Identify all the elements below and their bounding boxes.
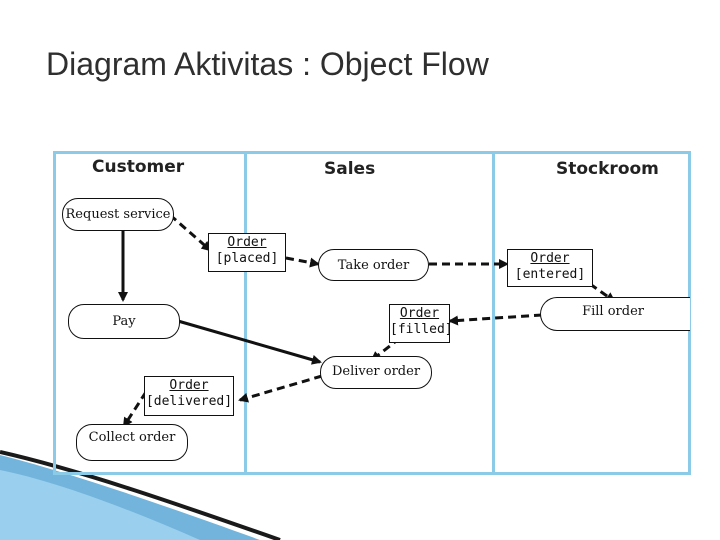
object-name: Order <box>227 235 267 250</box>
object-order-placed: Order [placed] <box>208 233 286 272</box>
lane-divider-customer-sales <box>244 151 247 475</box>
control-flow-pay-to-deliver <box>177 319 322 365</box>
activity-pay: Pay <box>68 304 180 339</box>
lane-divider-sales-stockroom <box>492 151 495 475</box>
activity-take-order: Take order <box>318 249 429 281</box>
object-flow-delivered-to-collect <box>122 391 148 428</box>
object-state: [delivered] <box>145 394 233 409</box>
object-flow-placed-to-take <box>285 256 320 268</box>
lane-header-sales: Sales <box>324 159 376 179</box>
object-name: Order <box>399 306 440 321</box>
object-flow-deliver-to-delivered <box>238 374 323 403</box>
object-name: Order <box>169 378 209 393</box>
object-order-entered: Order [entered] <box>507 249 593 287</box>
activity-fill-order: Fill order <box>540 297 690 331</box>
object-order-delivered: Order [delivered] <box>144 376 234 416</box>
object-name: Order <box>530 251 570 266</box>
object-flow-entered-to-fill <box>589 282 616 303</box>
activity-request-service: Request service <box>62 198 174 231</box>
object-order-filled: Order [filled] <box>389 304 453 343</box>
object-state: [filled] <box>390 322 453 337</box>
activity-collect-order: Collect order <box>76 424 188 461</box>
object-state: [placed] <box>215 251 279 266</box>
lane-header-stockroom: Stockroom <box>556 159 659 179</box>
page-title: Diagram Aktivitas : Object Flow <box>46 46 489 82</box>
object-flow-request-to-placed <box>169 213 212 252</box>
object-state: [entered] <box>514 267 586 282</box>
object-flow-fill-to-filled <box>448 313 543 326</box>
activity-deliver-order: Deliver order <box>320 356 432 389</box>
lane-header-customer: Customer <box>92 157 185 177</box>
